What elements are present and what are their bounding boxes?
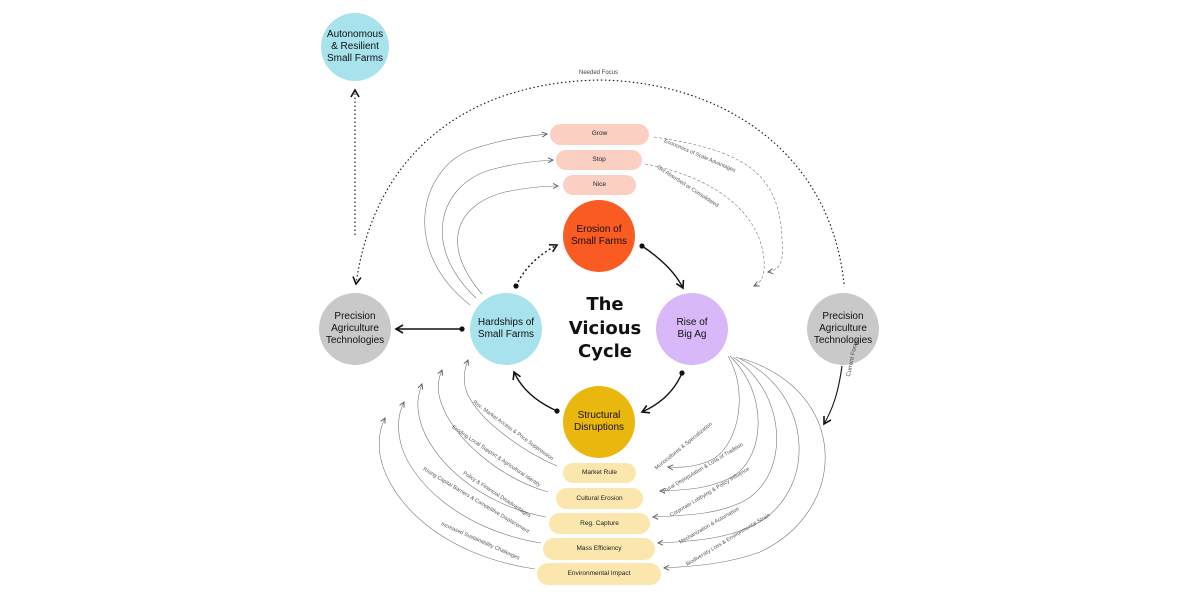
pill-market-rule: [563, 463, 636, 483]
pill-grow-label: Grow: [591, 130, 608, 137]
pill-reg-capture: [549, 513, 650, 534]
hardships-node: [470, 293, 542, 365]
erosion-node: [563, 200, 635, 272]
cycle-arrow-erosion-to-rise: [641, 245, 685, 290]
needed-focus-label: Needed Focus: [579, 70, 619, 76]
cycle-arrow-structural-to-hardships: [512, 370, 558, 412]
precision-right-node: [807, 293, 879, 365]
pill-reg-capture-label: Reg. Capture: [580, 520, 619, 527]
autonomous-node: [321, 13, 389, 81]
pill-cultural-erosion-label: Cultural Erosion: [576, 495, 623, 502]
pill-mass-efficiency: [543, 538, 655, 560]
cycle-arrow-hardships-to-erosion: [515, 243, 559, 287]
pill-stop: [556, 150, 642, 170]
pill-environmental-impact-label: Environmental Impact: [567, 570, 631, 577]
needed-focus-arc: [352, 79, 845, 286]
precision-left-node: [319, 293, 391, 365]
pill-cultural-erosion: [556, 488, 643, 509]
cycle-arrow-rise-to-structural: [640, 372, 683, 414]
pill-stop-label: Stop: [592, 156, 606, 163]
structural-node: [563, 386, 635, 458]
pill-nice: [563, 175, 636, 195]
rise-node: [656, 293, 728, 365]
current-focus-arrow: [823, 365, 843, 426]
pill-nice-label: Nice: [592, 181, 606, 188]
pill-grow: [550, 124, 649, 145]
pill-market-rule-label: Market Rule: [581, 469, 618, 476]
pill-environmental-impact: [537, 563, 661, 585]
pill-mass-efficiency-label: Mass Efficiency: [576, 545, 622, 552]
